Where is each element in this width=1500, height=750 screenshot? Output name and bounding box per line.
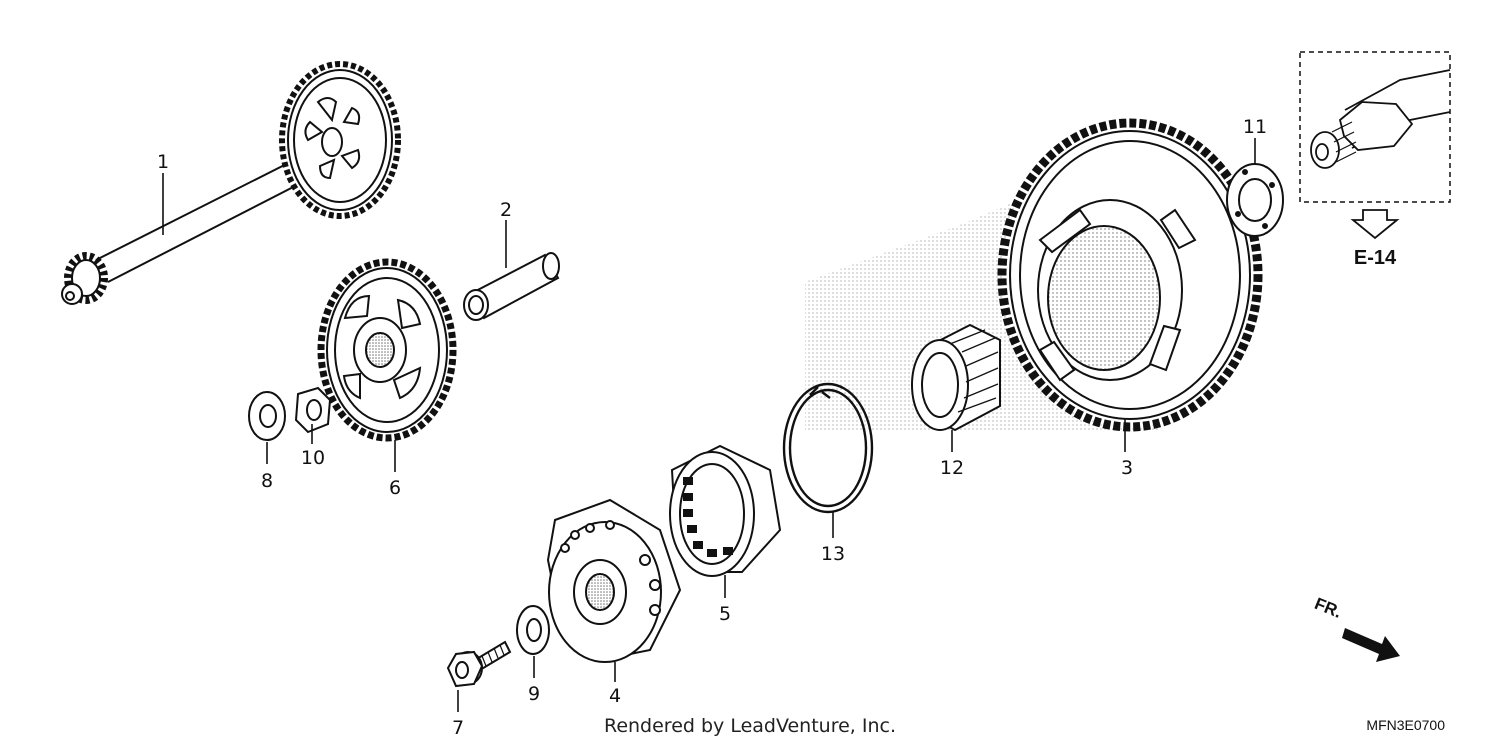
reference-inset[interactable] (1299, 51, 1451, 203)
part-9-washer[interactable] (516, 605, 550, 655)
front-direction-arrow-icon (1342, 628, 1400, 662)
part-7-flange-bolt[interactable] (446, 640, 512, 688)
part-number-8: 8 (261, 470, 273, 492)
rendered-by-credit: Rendered by LeadVenture, Inc. (604, 715, 896, 737)
diagram-code: MFN3E0700 (1366, 717, 1445, 733)
part-12-needle-bearing[interactable] (911, 323, 1001, 432)
part-number-7: 7 (452, 717, 464, 739)
part-4-clutch-outer[interactable] (546, 498, 682, 663)
part-10-lock-washer[interactable] (294, 386, 332, 434)
part-number-1: 1 (157, 151, 169, 173)
reference-label[interactable]: E-14 (1354, 247, 1397, 269)
part-number-10: 10 (301, 447, 325, 469)
part-number-5: 5 (719, 603, 731, 625)
part-number-2: 2 (500, 199, 512, 221)
part-1-shaft-gear[interactable] (61, 61, 401, 305)
part-6-gear[interactable] (317, 258, 457, 442)
part-number-4: 4 (609, 685, 621, 707)
part-number-9: 9 (528, 683, 540, 705)
part-number-6: 6 (389, 477, 401, 499)
part-number-3: 3 (1121, 457, 1133, 479)
part-number-12: 12 (940, 457, 964, 479)
part-8-washer[interactable] (248, 391, 286, 441)
front-direction-label: FR. (1312, 594, 1345, 622)
leader-lines (162, 138, 1256, 712)
part-number-11: 11 (1243, 116, 1267, 138)
part-number-13: 13 (821, 543, 845, 565)
part-5-one-way-clutch[interactable] (669, 444, 782, 577)
part-11-thrust-washer[interactable] (1226, 163, 1284, 237)
part-3-ring-gear[interactable] (997, 118, 1263, 432)
part-13-snap-ring[interactable] (782, 382, 874, 514)
reference-arrow-icon[interactable] (1350, 209, 1400, 240)
part-2-collar[interactable] (463, 252, 560, 321)
